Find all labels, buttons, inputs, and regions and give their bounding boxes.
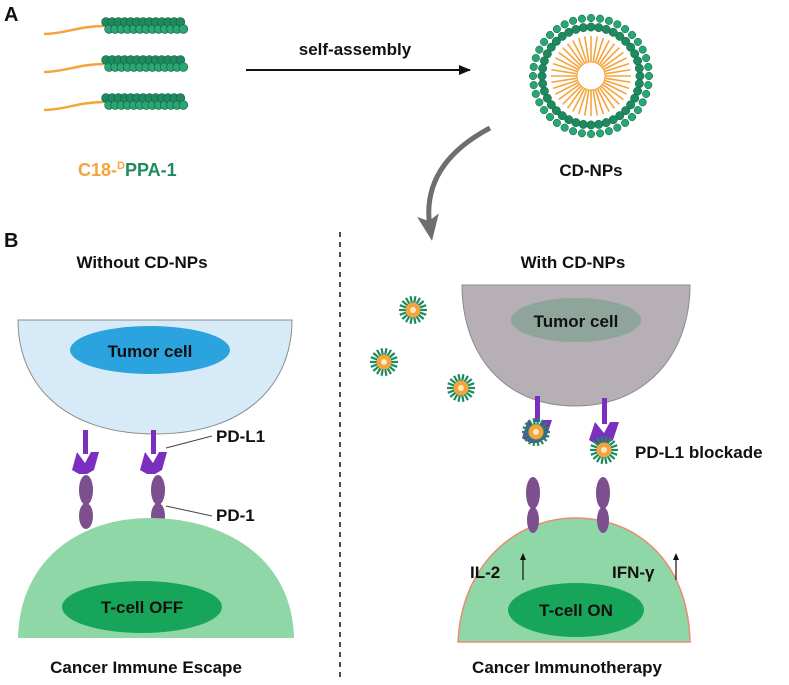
il2-label: IL-2 [470, 563, 500, 582]
tumor-label-right: Tumor cell [534, 312, 619, 331]
molecule-superscript: D [117, 160, 125, 172]
molecule-suffix: PPA-1 [125, 160, 177, 180]
tumor-label-left: Tumor cell [108, 342, 193, 361]
pdl1-receptor-left-2 [140, 430, 167, 474]
curved-arrow [417, 125, 492, 241]
right-title: With CD-NPs [521, 253, 626, 272]
nanoparticle-free-2 [370, 348, 398, 376]
pd1-receptor-left-1 [79, 475, 93, 529]
nanoparticle-free-3 [447, 374, 475, 402]
pdl1-label-left: PD-L1 [216, 427, 265, 446]
nanoparticle-bound-2 [590, 436, 618, 464]
nanoparticle-free-1 [399, 296, 427, 324]
peptide-amphiphile-3 [43, 93, 189, 112]
pd1-label-left: PD-1 [216, 506, 255, 525]
nanoparticle-label: CD-NPs [559, 161, 622, 180]
il2-up-arrow-head [520, 553, 526, 560]
blockade-label: PD-L1 blockade [635, 443, 763, 462]
tcell-label-left: T-cell OFF [101, 598, 183, 617]
tcell-label-right: T-cell ON [539, 601, 613, 620]
caption-left: Cancer Immune Escape [50, 658, 242, 677]
ifn-up-arrow-head [673, 553, 679, 560]
caption-right: Cancer Immunotherapy [472, 658, 662, 677]
molecule-prefix: C18- [78, 160, 117, 180]
nanoparticle-bound-1 [522, 418, 550, 446]
tcell-nucleus-left [62, 581, 222, 633]
peptide-amphiphile-1 [43, 17, 189, 36]
ifn-label: IFN-γ [612, 563, 655, 582]
self-assembly-label: self-assembly [299, 40, 412, 59]
panel-b-label: B [4, 230, 18, 252]
nanoparticle-micelle [528, 13, 654, 139]
panel-a-label: A [4, 4, 18, 26]
tcell-nucleus-right [508, 583, 644, 637]
peptide-amphiphile-2 [43, 55, 189, 74]
left-title: Without CD-NPs [76, 253, 207, 272]
pd1-receptor-right-1 [526, 477, 540, 533]
peptide-amphiphile-group [43, 17, 189, 112]
pdl1-pointer-left [165, 435, 213, 449]
tumor-nucleus-right [511, 298, 641, 342]
pd1-receptor-right-2 [596, 477, 610, 533]
pd1-pointer-left [165, 505, 213, 517]
tumor-nucleus-left [70, 326, 230, 374]
pdl1-receptor-right-2 [589, 398, 619, 445]
pdl1-receptor-left-1 [72, 430, 99, 474]
molecule-label: C18-DPPA-1 [78, 160, 177, 180]
